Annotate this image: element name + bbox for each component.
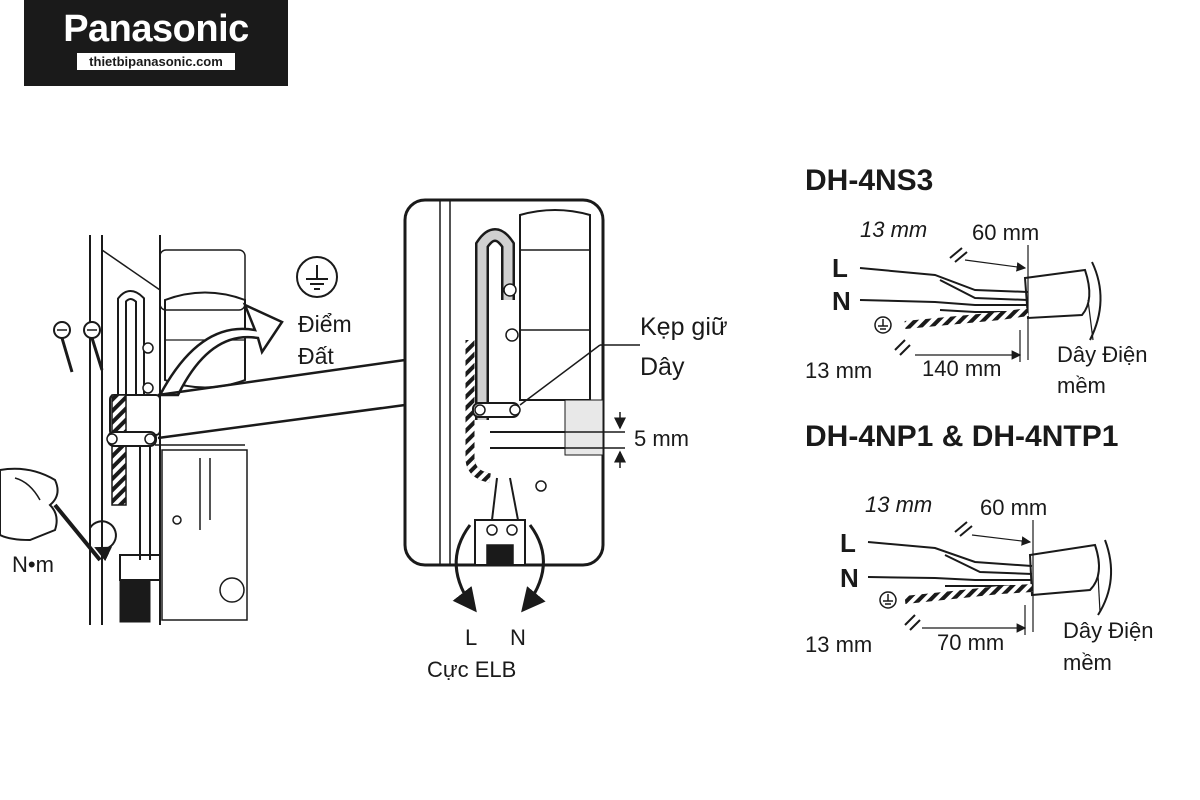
screw-icon (53, 321, 104, 373)
model-a-title: DH-4NS3 (805, 164, 933, 197)
terminal-caption: Cực ELB (427, 657, 516, 682)
ground-label-line2: Đất (298, 343, 334, 369)
model-b-jacket-length: 60 mm (980, 495, 1047, 520)
ground-label-line1: Điểm (298, 311, 352, 337)
gap-dimension-label: 5 mm (634, 426, 689, 451)
model-b-strip-length: 13 mm (865, 492, 932, 517)
clamp-label-line1: Kẹp giữ (640, 313, 728, 341)
model-b-neutral-label: N (840, 563, 859, 593)
model-b-cable-label-line2: mềm (1063, 650, 1112, 675)
terminal-arrows (452, 524, 546, 613)
ground-symbol-icon (296, 256, 338, 298)
model-a-live-label: L (832, 253, 848, 283)
model-b-earth-strip-length: 13 mm (805, 632, 872, 657)
model-a-cable-label-line1: Dây Điện (1057, 342, 1147, 367)
model-b-earth-length: 70 mm (937, 630, 1004, 655)
model-a-cable-diagram (859, 245, 1102, 362)
hand-screwdriver-icon (0, 467, 117, 562)
ground-arrow (157, 302, 284, 397)
logo-url: thietbipanasonic.com (77, 53, 235, 70)
logo-brand: Panasonic (63, 8, 249, 50)
model-b-cable-label-line1: Dây Điện (1063, 618, 1153, 643)
model-b-title: DH-4NP1 & DH-4NTP1 (805, 420, 1118, 453)
torque-unit-label: N•m (12, 552, 54, 577)
zoom-callout-lines (157, 358, 406, 440)
model-b-cable-diagram (867, 520, 1113, 635)
model-a-earth-length: 140 mm (922, 356, 1001, 381)
terminal-n-label: N (510, 625, 526, 650)
terminal-l-label: L (465, 625, 477, 650)
model-a-cable-label-line2: mềm (1057, 373, 1106, 398)
panasonic-logo: Panasonic thietbipanasonic.com (24, 0, 288, 86)
model-a-neutral-label: N (832, 286, 851, 316)
model-a-earth-strip-length: 13 mm (805, 358, 872, 383)
model-a-strip-length: 13 mm (860, 217, 927, 242)
zoom-detail-panel (403, 198, 640, 567)
clamp-label-line2: Dây (640, 353, 685, 381)
model-b-live-label: L (840, 528, 856, 558)
model-a-jacket-length: 60 mm (972, 220, 1039, 245)
